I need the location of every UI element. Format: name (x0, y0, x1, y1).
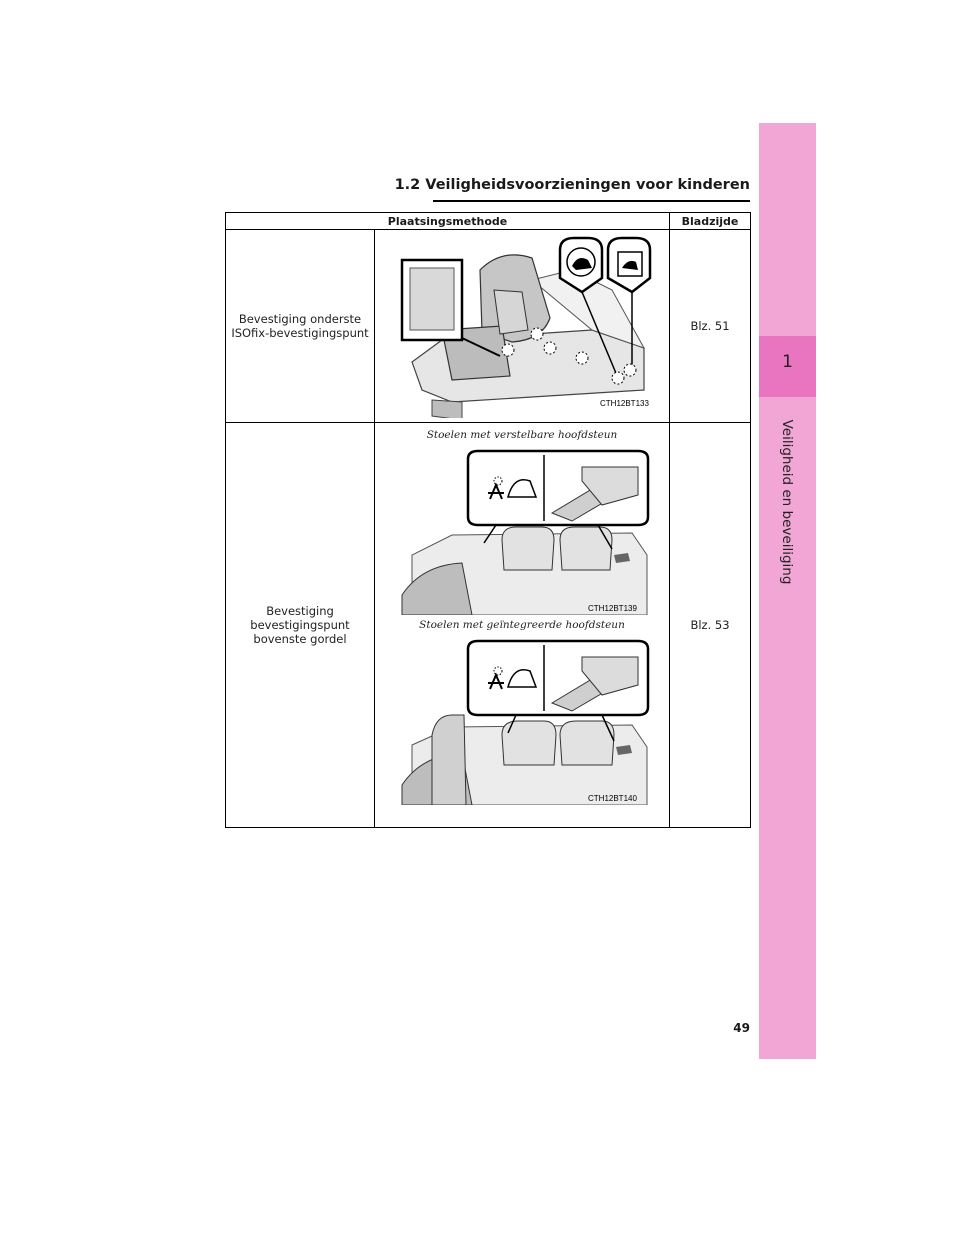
figure-caption: Stoelen met verstelbare hoofdsteun (426, 429, 618, 441)
page-cell: Blz. 53 (669, 422, 752, 828)
figure-code: CTH12BT133 (600, 399, 649, 408)
method-cell: Bevestiging bevestigingspunt bovenste go… (225, 422, 375, 828)
top-tether-adjustable-headrest-illustration: CTH12BT139 (392, 445, 652, 615)
figure-code: CTH12BT140 (588, 794, 637, 803)
figure-cell: CTH12BT133 (373, 229, 671, 423)
method-text: Bevestiging bevestigingspunt bovenste go… (250, 604, 350, 646)
chapter-side-tab (759, 123, 816, 1059)
page-number: 49 (733, 1021, 750, 1035)
figure-caption: Stoelen met geïntegreerde hoofdsteun (419, 619, 625, 631)
table-header-row: Plaatsingsmethode Bladzijde (224, 212, 752, 230)
chapter-number: 1 (782, 352, 793, 372)
top-tether-integrated-headrest-illustration: CTH12BT140 (392, 635, 652, 805)
header-method: Plaatsingsmethode (224, 212, 671, 230)
title-rule (433, 200, 750, 202)
page-reference: Blz. 51 (690, 319, 730, 333)
figure-code: CTH12BT139 (588, 604, 637, 613)
page-cell: Blz. 51 (669, 229, 752, 423)
placement-method-table: Plaatsingsmethode Bladzijde Bevestiging … (224, 212, 752, 828)
table-row: Bevestiging bevestigingspunt bovenste go… (225, 422, 752, 828)
table-row: Bevestiging onderste ISOfix-bevestigings… (225, 229, 752, 423)
method-text: Bevestiging onderste ISOfix-bevestigings… (231, 312, 369, 340)
method-cell: Bevestiging onderste ISOfix-bevestigings… (225, 229, 375, 423)
header-page: Bladzijde (669, 212, 752, 230)
chapter-title: Veiligheid en beveiliging (779, 419, 795, 585)
isofix-anchor-illustration: CTH12BT133 (382, 230, 662, 418)
section-title: 1.2 Veiligheidsvoorzieningen voor kinder… (394, 177, 750, 193)
figure-cell: Stoelen met verstelbare hoofdsteun CTH12… (373, 422, 671, 828)
page-reference: Blz. 53 (690, 618, 730, 632)
chapter-number-box (759, 336, 816, 397)
